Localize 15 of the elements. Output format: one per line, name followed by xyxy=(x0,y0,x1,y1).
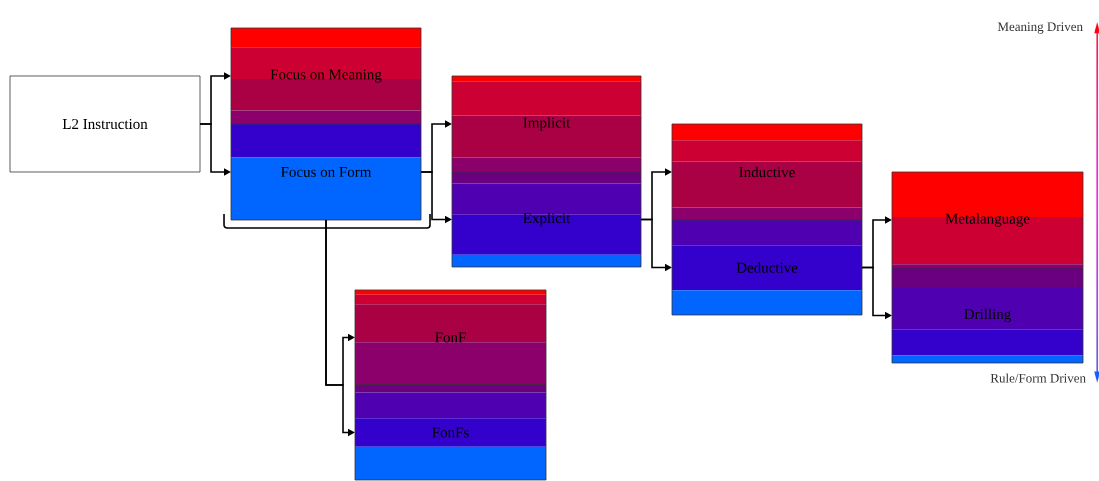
stage-box: Inductive xyxy=(671,123,863,221)
arrow xyxy=(199,123,231,176)
stage-box: Focus on Form xyxy=(230,123,422,221)
stage-box: Explicit xyxy=(451,171,642,268)
stage-box: FonFs xyxy=(354,384,547,481)
stage-box: Deductive xyxy=(671,219,863,316)
direction-arrow xyxy=(1094,22,1099,383)
stage-box: Metalanguage xyxy=(891,171,1084,269)
stage-box: Focus on Meaning xyxy=(230,27,422,125)
stage-box: FonF xyxy=(354,289,547,386)
scale-label: Rule/Form Driven xyxy=(990,373,1086,383)
scale-label: Meaning Driven xyxy=(997,22,1083,34)
stage-box: Implicit xyxy=(451,75,642,173)
stage-box: Drilling xyxy=(891,267,1084,364)
instruction-box: L2 Instruction xyxy=(9,75,201,173)
